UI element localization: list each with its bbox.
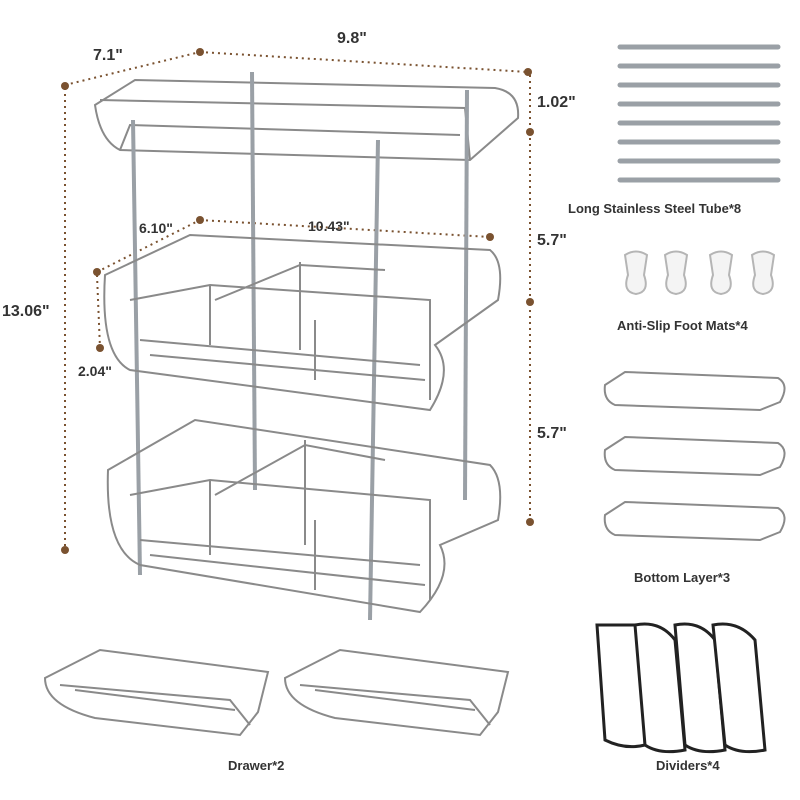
dimension-dots [61,48,534,554]
upper-drawer [103,233,502,412]
caption-dividers: Dividers*4 [656,758,720,773]
dim-rim-height: 1.02" [537,94,576,111]
caption-bottom-layers: Bottom Layer*3 [634,570,731,585]
caption-tubes: Long Stainless Steel Tube*8 [568,201,742,216]
lower-drawer [106,418,502,614]
drawer-parts [43,648,510,737]
bottom-layers [603,370,786,542]
dim-depth-top: 7.1" [93,47,123,64]
dim-tier-gap-lower: 5.7" [537,425,567,442]
dim-height-total: 13.06" [2,303,50,320]
dim-drawer-height: 2.04" [78,363,112,379]
foot-mats [623,250,776,296]
dimension-lines [64,51,531,550]
dim-width-top: 9.8" [337,30,367,47]
divider-parts [595,622,767,754]
top-tray [93,78,520,162]
dim-drawer-width: 10.43" [308,218,350,234]
steel-tubes [617,44,781,183]
caption-foot-mats: Anti-Slip Foot Mats*4 [617,318,748,333]
upright-posts [131,71,469,621]
dim-drawer-depth: 6.10" [139,220,173,236]
caption-drawers: Drawer*2 [228,758,285,773]
dim-tier-gap-upper: 5.7" [537,232,567,249]
